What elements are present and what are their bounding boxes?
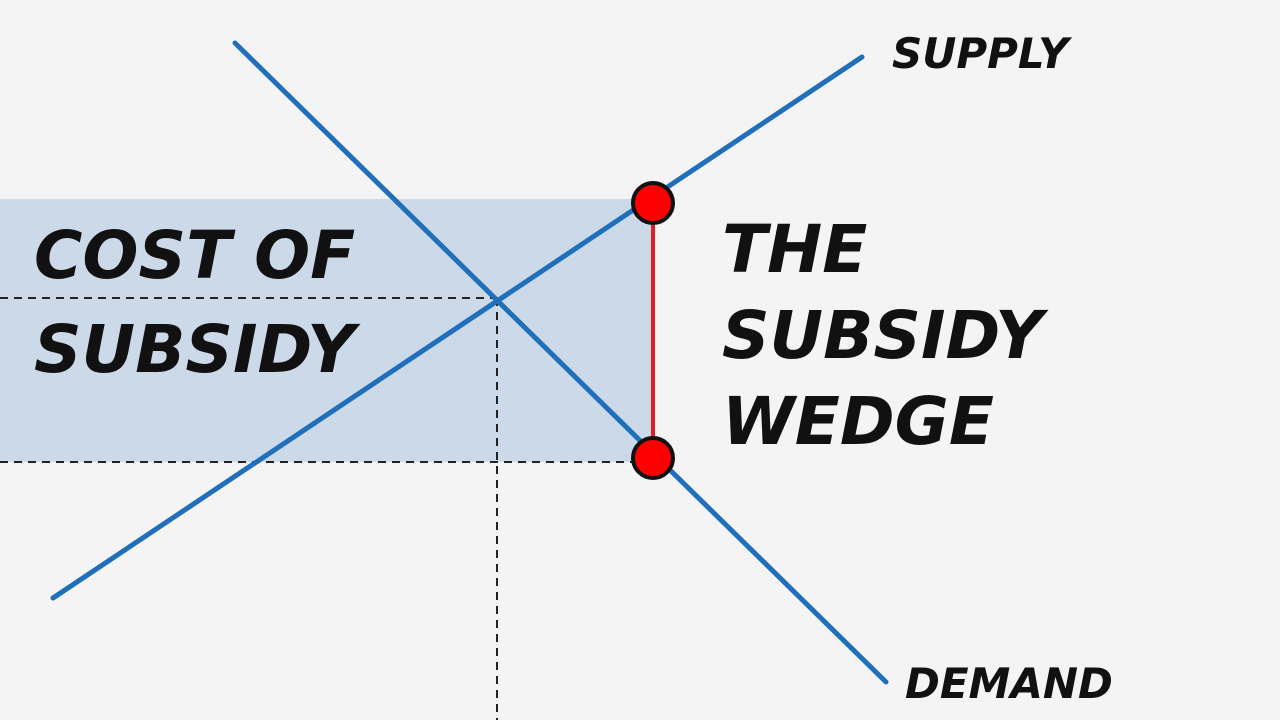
wedge-label-line3: WEDGE (722, 383, 994, 460)
demand-point-marker (631, 436, 675, 480)
demand-label: DEMAND (905, 659, 1113, 708)
wedge-label-line1: THE (722, 211, 867, 288)
supply-label: SUPPLY (892, 29, 1072, 78)
cost-of-subsidy-line2: SUBSIDY (34, 311, 361, 388)
supply-curve (50, 54, 865, 601)
demand-curve (232, 40, 889, 685)
supply-point-marker (631, 181, 675, 225)
cost-of-subsidy-line1: COST OF (34, 217, 355, 294)
wedge-label-line2: SUBSIDY (722, 297, 1049, 374)
